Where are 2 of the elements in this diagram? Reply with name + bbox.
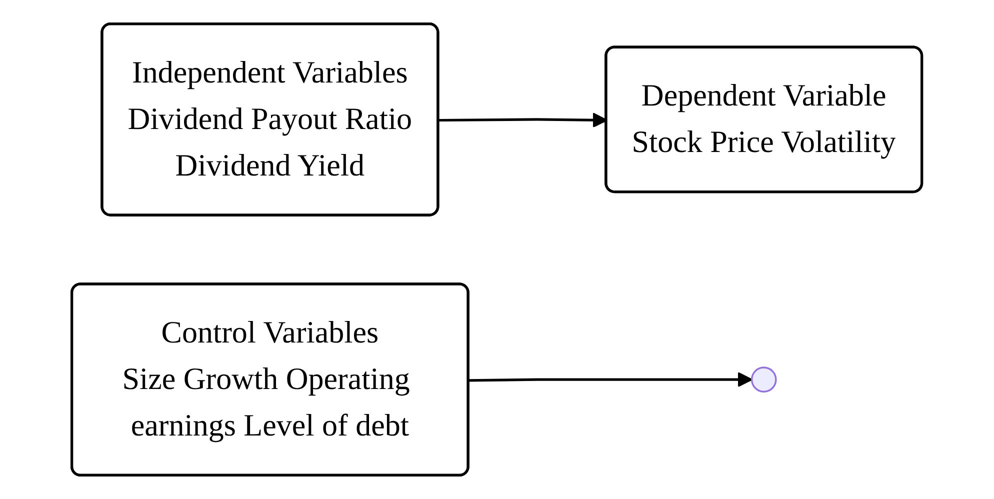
arrow: [469, 372, 753, 388]
diagram: Independent Variables Dividend Payout Ratio Dividend Yield Control Variables Size Growth Operating earnings Level of debt Dependent Variable Stock Price Volatility: [58, 10, 936, 489]
